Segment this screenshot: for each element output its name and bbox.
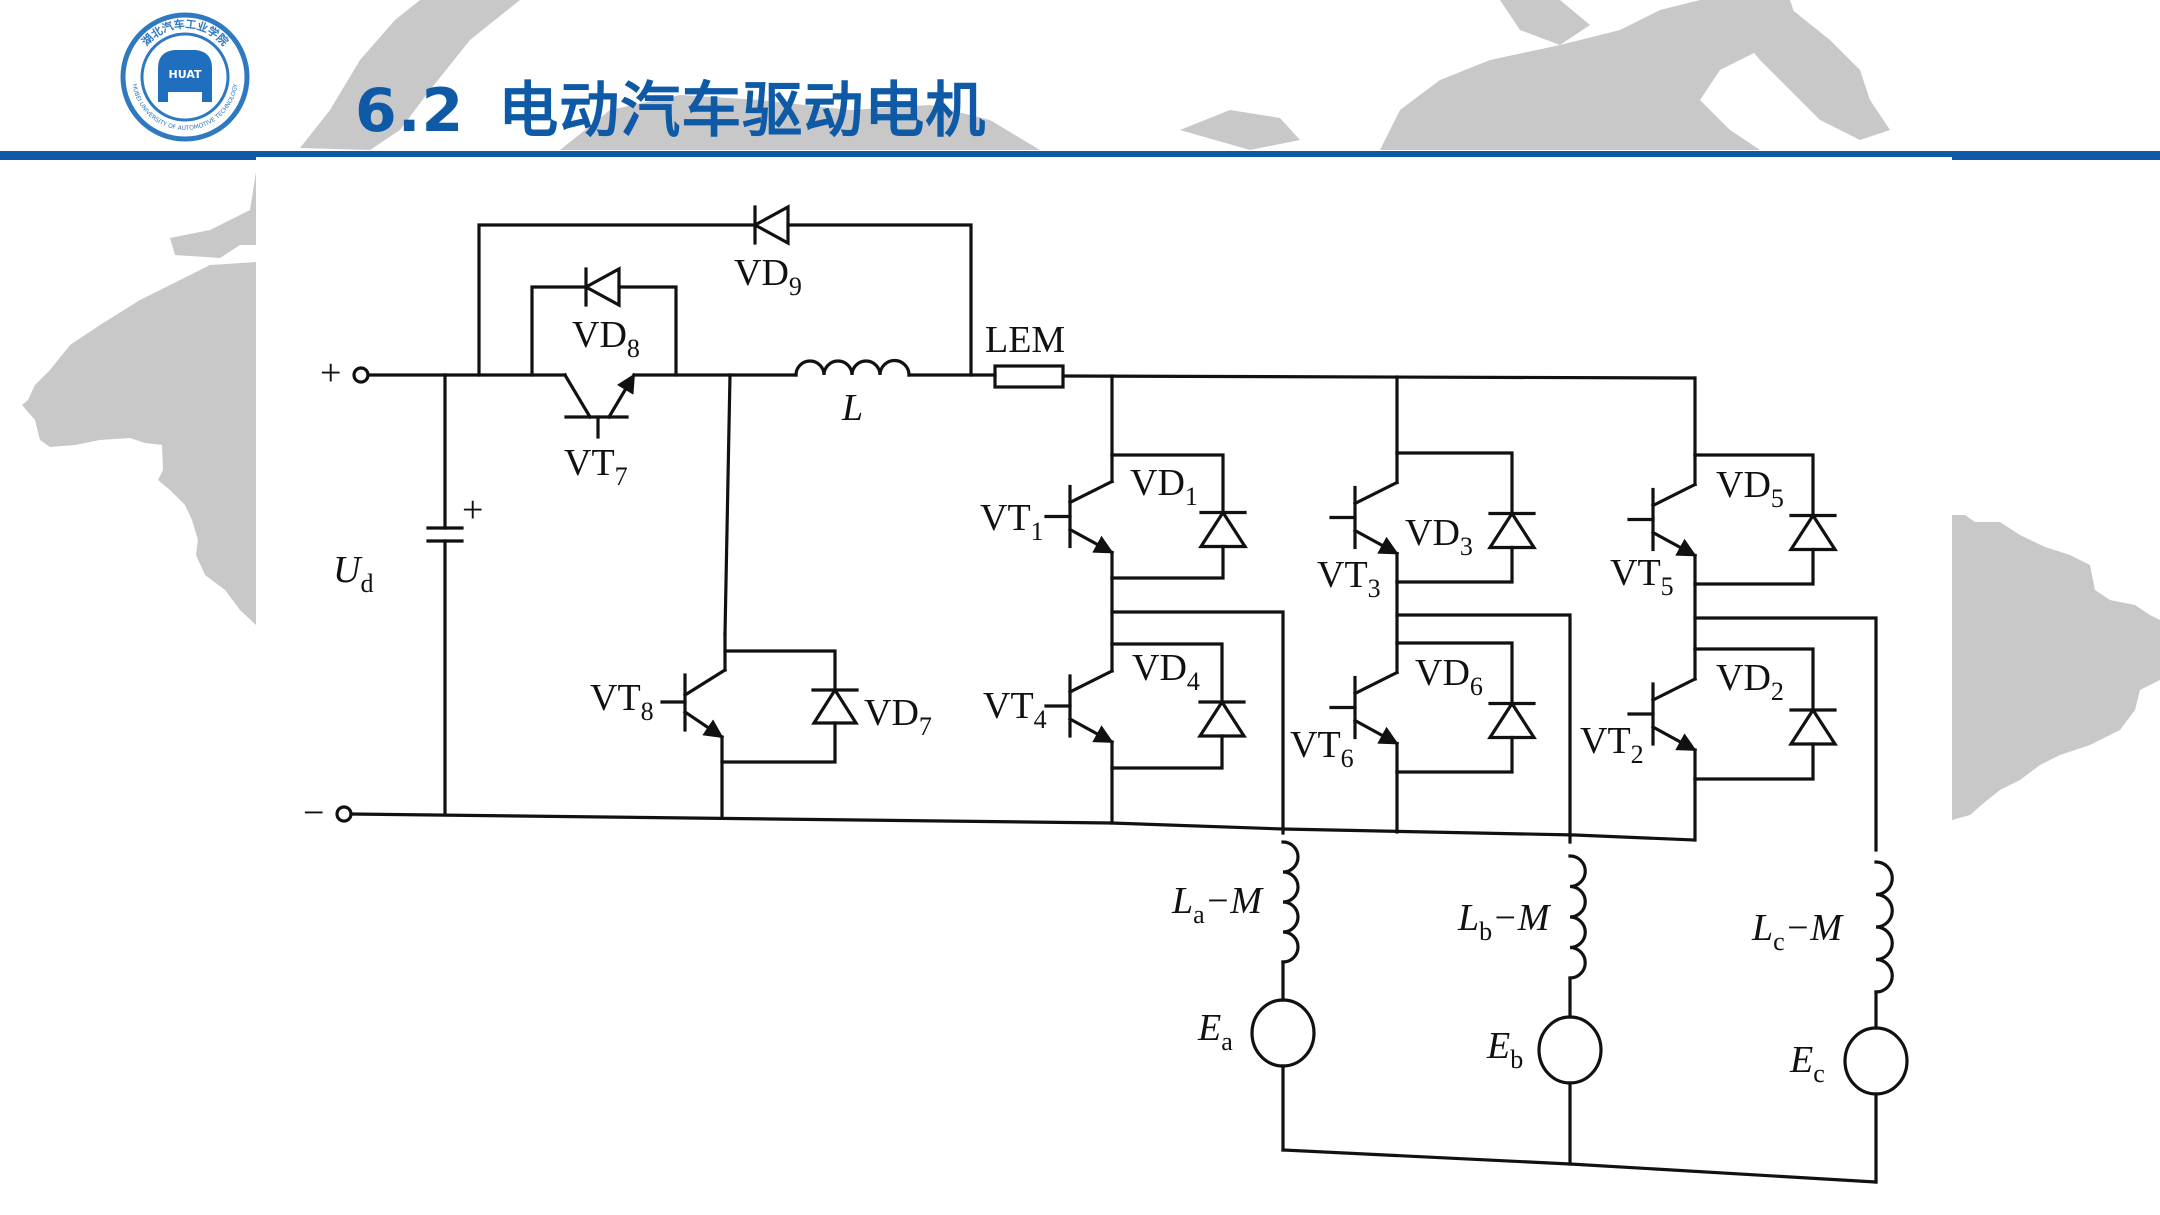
positive-terminal (352, 366, 370, 384)
label-VD6: VD6 (1415, 652, 1483, 701)
circuit-panel (256, 157, 1952, 1215)
label-VD2: VD2 (1716, 657, 1784, 706)
label-VT6: VT6 (1290, 724, 1354, 773)
boost-node-wire (723, 373, 732, 636)
diode-VD2 (1693, 647, 1838, 781)
label-VT5: VT5 (1610, 552, 1674, 601)
diode-VD6 (1395, 641, 1537, 774)
transistor-VT7 (562, 372, 637, 439)
transistor-VT3 (1329, 451, 1400, 584)
label-VD7: VD7 (864, 692, 932, 741)
label-inductor-L: L (841, 387, 863, 429)
motor-phase-a (1250, 840, 1316, 1152)
diode-VD9 (477, 204, 973, 377)
capacitor-polarity-label: + (462, 489, 483, 531)
diode-VD4 (1110, 642, 1247, 770)
terminal-plus-label: + (320, 352, 341, 394)
phase-leg-3 (1693, 376, 1878, 852)
transistor-VT6 (1329, 641, 1400, 774)
car-icon (158, 50, 212, 102)
diode-VD3 (1395, 451, 1537, 584)
phase-leg-1 (1110, 374, 1285, 835)
label-VT4: VT4 (983, 685, 1047, 734)
label-LEM: LEM (985, 319, 1065, 361)
emf-source-b (1537, 1015, 1603, 1085)
header-rule-left (0, 151, 256, 160)
inductor-L (794, 358, 911, 377)
label-VD4: VD4 (1132, 647, 1200, 696)
transistor-VT5 (1627, 453, 1698, 586)
phase-leg-2 (1395, 375, 1572, 844)
label-VD1: VD1 (1130, 462, 1198, 511)
negative-terminal (335, 805, 353, 823)
label-winding-b: Lb−M (1457, 897, 1552, 946)
header-rule-right (1952, 151, 2160, 160)
label-VD3: VD3 (1405, 512, 1473, 561)
source-voltage-label: Ud (333, 549, 373, 598)
emf-source-a (1250, 998, 1316, 1068)
diode-VD8 (530, 266, 678, 377)
university-logo: HUAT 湖北汽车工业学院 HUBEI UNIVERSITY OF AUTOMO… (120, 12, 250, 142)
diode-VD5 (1693, 453, 1838, 586)
diode-VD7 (720, 649, 859, 764)
label-VD5: VD5 (1716, 464, 1784, 513)
slide-title: 6.2 电动汽车驱动电机 (355, 62, 986, 149)
label-emf-c: Ec (1789, 1039, 1825, 1088)
label-winding-a: La−M (1171, 880, 1264, 929)
logo-center-text: HUAT (169, 68, 202, 81)
logo-inner-ring (140, 32, 230, 122)
label-VD8: VD8 (572, 314, 640, 363)
winding-coil-c (1874, 860, 1894, 994)
transistor-VT4 (1044, 642, 1115, 770)
label-winding-c: Lc−M (1751, 907, 1844, 956)
transistor-VT1 (1044, 453, 1115, 580)
top-bus-right (1061, 374, 1696, 380)
label-VT8: VT8 (590, 677, 654, 726)
label-VT3: VT3 (1317, 554, 1381, 603)
label-emf-a: Ea (1197, 1007, 1233, 1056)
emf-source-c (1843, 1026, 1909, 1096)
motor-phase-c (1843, 860, 1909, 1184)
winding-coil-a (1281, 840, 1300, 964)
world-map-decoration (22, 0, 2160, 820)
diode-VD1 (1110, 453, 1248, 580)
motor-phase-b (1537, 854, 1603, 1166)
winding-coil-b (1568, 854, 1587, 980)
section-number: 6.2 (355, 76, 465, 146)
transistor-VT8 (660, 632, 728, 820)
label-VD9: VD9 (734, 252, 802, 301)
label-emf-b: Eb (1486, 1025, 1523, 1074)
capacitor (426, 373, 464, 816)
label-VT1: VT1 (980, 497, 1044, 546)
title-text: 电动汽车驱动电机 (498, 76, 987, 146)
label-VT7: VT7 (564, 442, 628, 491)
terminal-minus-label: − (303, 792, 324, 834)
star-point-wire (1281, 1148, 1878, 1184)
label-VT2: VT2 (1580, 720, 1644, 769)
lem-current-sensor (993, 364, 1065, 389)
header-rule (0, 151, 2160, 157)
transistor-VT2 (1627, 647, 1698, 781)
bottom-bus (349, 812, 1696, 842)
